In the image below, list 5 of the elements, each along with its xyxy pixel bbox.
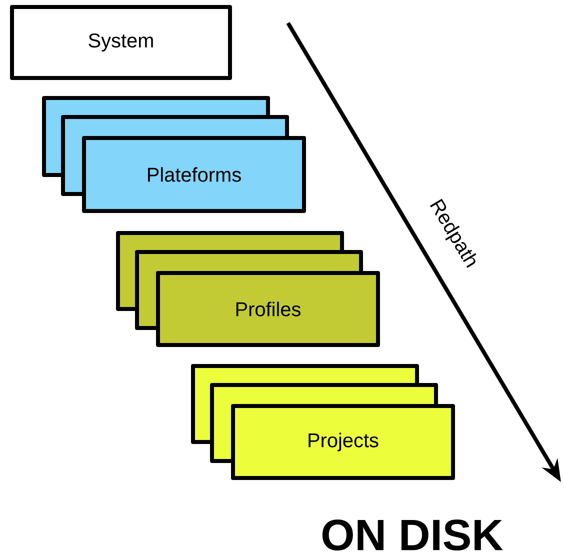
- card-box: Profiles: [156, 271, 380, 347]
- card-box: Plateforms: [82, 136, 306, 213]
- card-box: Projects: [231, 404, 455, 480]
- card-box: System: [10, 5, 232, 80]
- footer-title: ON DISK: [322, 520, 503, 551]
